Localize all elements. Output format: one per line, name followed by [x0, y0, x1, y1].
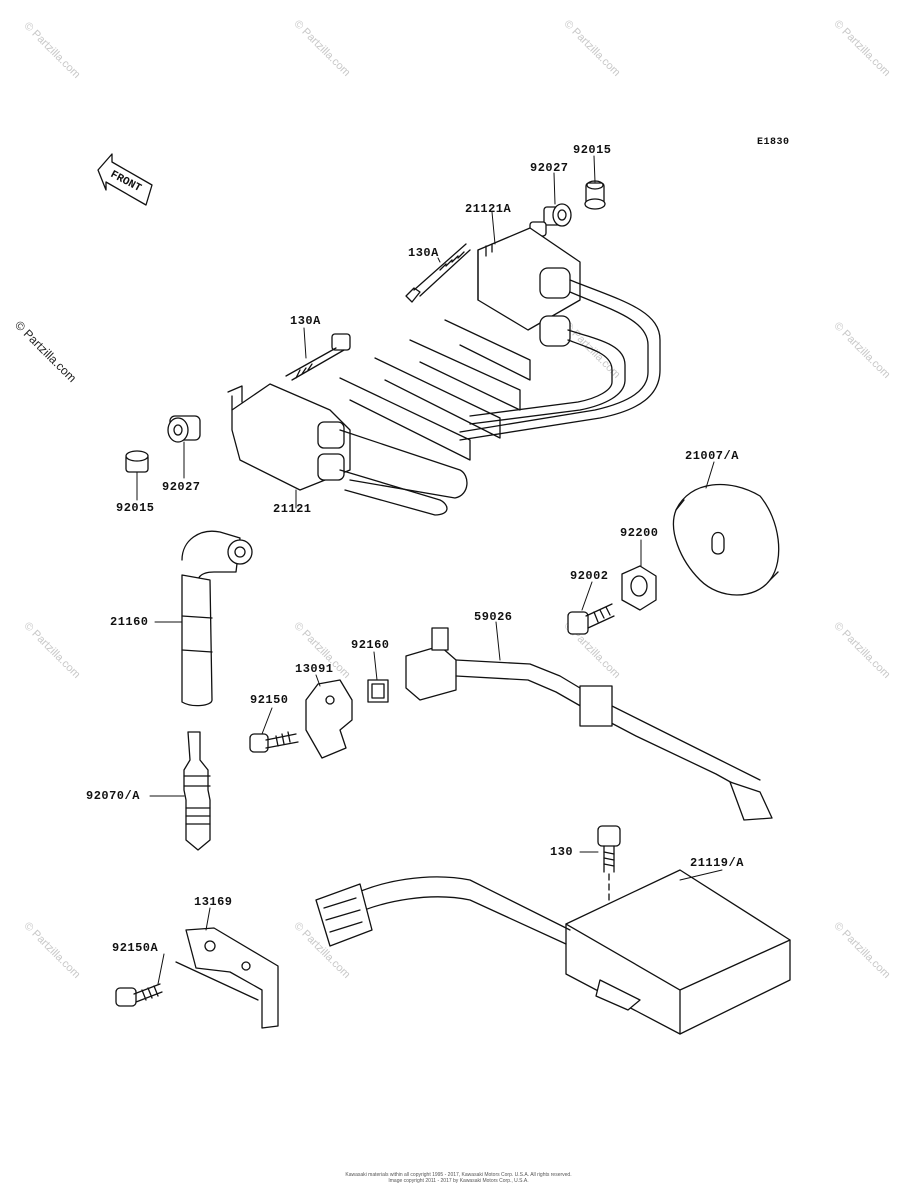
collar-92015-top: [584, 180, 606, 210]
part-label-92002[interactable]: 92002: [570, 569, 609, 583]
part-label-21121A[interactable]: 21121A: [465, 202, 512, 216]
part-label-13169[interactable]: 13169: [194, 895, 233, 909]
part-label-92027-top[interactable]: 92027: [530, 161, 569, 175]
plug-cap-21160: [181, 530, 253, 707]
bolt-130A-upper: [405, 243, 471, 303]
copyright-line-1: Kawasaki materials within all copyright …: [345, 1172, 572, 1178]
part-label-92015-left[interactable]: 92015: [116, 501, 155, 515]
part-label-130[interactable]: 130: [550, 845, 574, 859]
bolt-130: [597, 825, 621, 991]
part-label-130A-mid[interactable]: 130A: [290, 314, 321, 328]
collar-92015-left: [125, 450, 149, 473]
nut-92200: [621, 565, 657, 611]
part-label-92015-top[interactable]: 92015: [573, 143, 612, 157]
part-label-92160[interactable]: 92160: [351, 638, 390, 652]
bolt-92002: [567, 603, 615, 635]
collar-92027-top: [529, 203, 572, 237]
timing-plate-21007A: [672, 483, 780, 596]
part-label-21007A[interactable]: 21007/A: [685, 449, 739, 463]
plug-wires: [339, 319, 531, 461]
part-label-21121[interactable]: 21121: [273, 502, 312, 516]
part-label-21119A[interactable]: 21119/A: [690, 856, 744, 870]
diagram-code: E1830: [757, 137, 790, 148]
spark-plug-92070A: [183, 731, 211, 851]
part-label-130A-top[interactable]: 130A: [408, 246, 439, 260]
bracket-13169: [175, 927, 279, 1029]
bolt-130A-middle: [285, 333, 351, 381]
front-arrow-icon: FRONT: [97, 153, 153, 206]
igniter-21119A: [315, 869, 791, 1035]
bracket-13091: [305, 679, 353, 759]
part-label-13091[interactable]: 13091: [295, 662, 334, 676]
pad-92160: [367, 679, 389, 703]
ignition-coil-21121: [227, 383, 468, 516]
pickup-coil-59026: [405, 627, 773, 821]
part-label-92027-left[interactable]: 92027: [162, 480, 201, 494]
part-label-92070A[interactable]: 92070/A: [86, 789, 140, 803]
part-label-92150A[interactable]: 92150A: [112, 941, 159, 955]
part-label-59026[interactable]: 59026: [474, 610, 513, 624]
ignition-coil-21121A: [459, 227, 661, 441]
leader-lines: [136, 155, 723, 985]
part-label-21160[interactable]: 21160: [110, 615, 149, 629]
bolt-92150A: [115, 983, 163, 1007]
part-label-92200[interactable]: 92200: [620, 526, 659, 540]
part-label-92150[interactable]: 92150: [250, 693, 289, 707]
copyright-line-2: Image copyright 2011 - 2017 by Kawasaki …: [388, 1178, 529, 1184]
collar-92027-left: [167, 415, 201, 443]
bolt-92150: [249, 731, 299, 753]
